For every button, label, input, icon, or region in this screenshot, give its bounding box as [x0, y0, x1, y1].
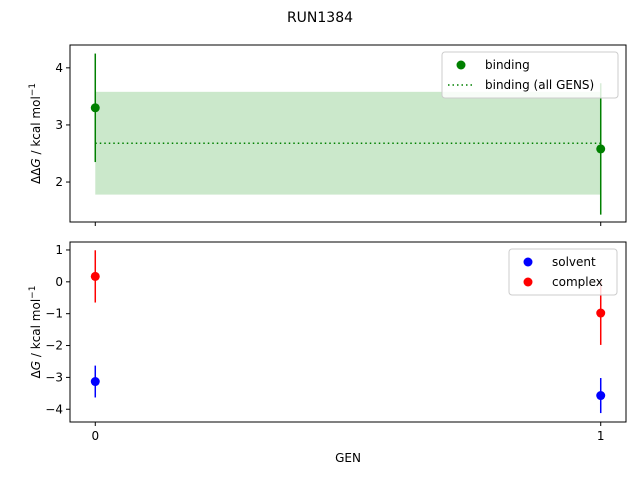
legend-label: binding (all GENS)	[485, 78, 594, 92]
legend-box	[508, 248, 618, 296]
data-point-solvent	[596, 391, 606, 401]
y-tick-label: −2	[45, 339, 63, 353]
y-label-unit: / kcal mol	[29, 299, 43, 361]
data-point-complex	[90, 271, 100, 281]
y-tick-label: 0	[55, 275, 63, 289]
y-label-var: G	[29, 361, 43, 370]
legend-label: binding	[485, 58, 530, 72]
y-label-prefix: Δ	[29, 369, 43, 378]
y-label-var: G	[29, 158, 43, 167]
x-tick-label: 0	[91, 429, 99, 443]
y-label-exponent: −1	[28, 286, 38, 299]
y-axis-label: ΔG / kcal mol−1	[28, 286, 43, 379]
chart-title: RUN1384	[287, 10, 353, 26]
y-axis-label: ΔΔG / kcal mol−1	[28, 83, 43, 184]
data-point-binding	[596, 144, 606, 154]
x-axis-label: GEN	[335, 451, 361, 465]
data-point-complex	[596, 308, 606, 318]
legend-label: solvent	[552, 255, 596, 269]
y-label-exponent: −1	[28, 83, 38, 96]
legend-box	[441, 51, 619, 99]
data-point-solvent	[90, 377, 100, 387]
x-tick-label: 1	[597, 429, 605, 443]
y-tick-label: 4	[55, 61, 63, 75]
legend-marker	[456, 60, 466, 70]
axes-frame	[69, 241, 627, 423]
y-label-prefix: ΔΔ	[29, 167, 43, 184]
legend-marker	[523, 277, 533, 287]
data-point-binding	[90, 103, 100, 113]
y-tick-label: 3	[55, 118, 63, 132]
y-label-unit: / kcal mol	[29, 96, 43, 158]
y-tick-label: −1	[45, 307, 63, 321]
y-tick-label: 1	[55, 243, 63, 257]
legend-marker	[523, 257, 533, 267]
y-tick-label: −3	[45, 370, 63, 384]
axes-frame	[69, 44, 627, 223]
y-tick-label: 2	[55, 175, 63, 189]
legend-label: complex	[552, 275, 603, 289]
y-tick-label: −4	[45, 402, 63, 416]
